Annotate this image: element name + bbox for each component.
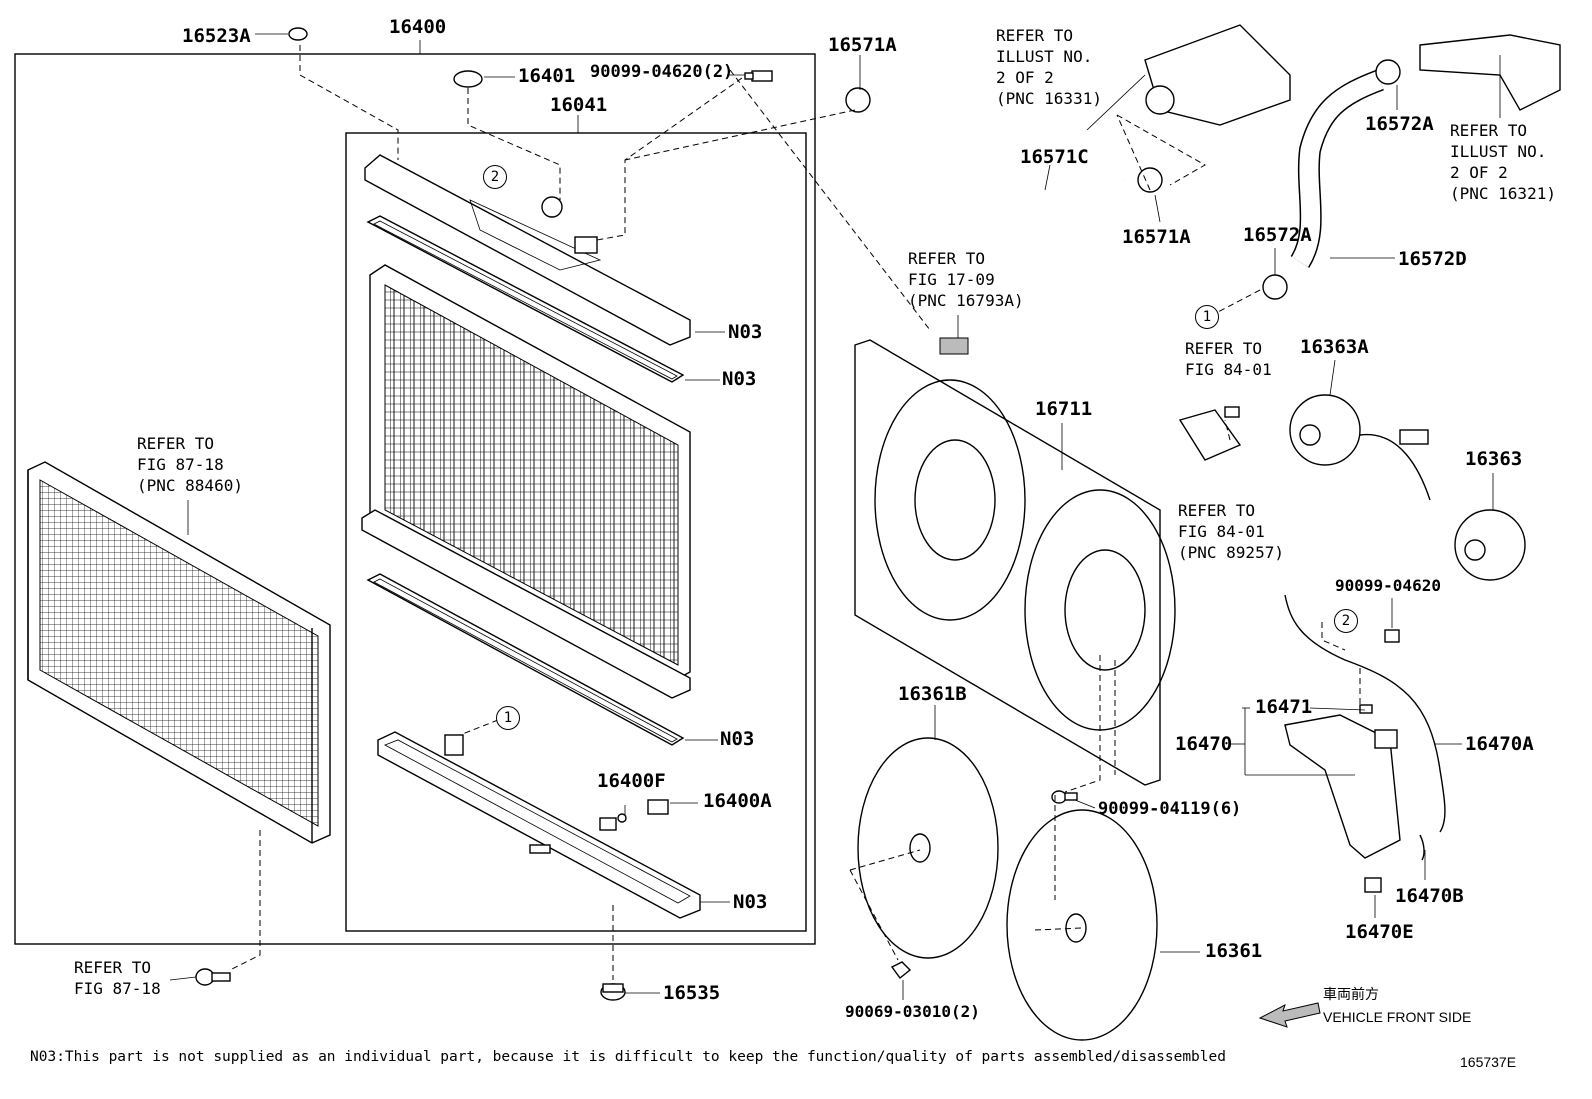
lower-gasket (366, 573, 685, 746)
front-label-en: VEHICLE FRONT SIDE (1323, 1009, 1472, 1025)
clamp-16571A-bottom (1137, 167, 1163, 193)
callout-circle-2-left: 2 (483, 165, 507, 189)
part-label-16571C[interactable]: 16571C (1020, 146, 1089, 168)
part-label-16571A-bottom[interactable]: 16571A (1122, 226, 1191, 248)
part-label-n03-upper-gasket[interactable]: N03 (722, 368, 757, 390)
fan-motor-16363 (1454, 509, 1526, 581)
part-label-16363[interactable]: 16363 (1465, 448, 1523, 470)
part-label-90069-03010-2[interactable]: 90069-03010(2) (845, 1002, 980, 1021)
part-label-16363A[interactable]: 16363A (1300, 336, 1369, 358)
reference-fig-87-18-b[interactable]: REFER TO FIG 87-18 (74, 958, 161, 998)
part-label-16400F[interactable]: 16400F (597, 770, 666, 792)
part-label-16571A-top[interactable]: 16571A (828, 34, 897, 56)
reference-fig-87-18-a[interactable]: REFER TO FIG 87-18 (PNC 88460) (137, 434, 243, 495)
upper-tank (364, 154, 691, 346)
part-label-16361[interactable]: 16361 (1205, 940, 1263, 962)
o-ring-16400F (617, 813, 627, 823)
reference-illust-16321[interactable]: REFER TO ILLUST NO. 2 OF 2 (PNC 16321) (1450, 121, 1556, 203)
part-label-16711[interactable]: 16711 (1035, 398, 1093, 420)
overflow-hose-16470A (1284, 594, 1446, 833)
bolt-87-18 (195, 968, 231, 986)
part-label-16471[interactable]: 16471 (1255, 696, 1313, 718)
part-label-90099-04119-6[interactable]: 90099-04119(6) (1098, 799, 1242, 819)
part-label-16470A[interactable]: 16470A (1465, 733, 1534, 755)
cushion-16535 (600, 983, 626, 1001)
radiator-cap (453, 70, 483, 88)
reference-illust-16331[interactable]: REFER TO ILLUST NO. 2 OF 2 (PNC 16331) (996, 26, 1102, 108)
part-label-16470[interactable]: 16470 (1175, 733, 1233, 755)
cushion-16523A (288, 27, 308, 41)
fan-16361B (857, 737, 999, 959)
reference-fig-84-01-b[interactable]: REFER TO FIG 84-01 (PNC 89257) (1178, 501, 1284, 562)
clamp-16572A-mid (1262, 274, 1288, 300)
shroud-label-plate (939, 337, 969, 355)
lower-tank (377, 731, 701, 919)
clamp-16572A-top (1375, 59, 1401, 85)
footer-note-n03: N03:This part is not supplied as an indi… (30, 1049, 1226, 1065)
callout-circle-2-right: 2 (1334, 609, 1358, 633)
front-label-jp: 車両前方 (1323, 987, 1379, 1003)
part-label-16523A[interactable]: 16523A (182, 25, 251, 47)
part-label-n03-upper-tank[interactable]: N03 (728, 321, 763, 343)
reference-fig-84-01-a[interactable]: REFER TO FIG 84-01 (1185, 339, 1272, 379)
water-outlet-16331 (1144, 24, 1291, 126)
part-label-16400[interactable]: 16400 (389, 16, 447, 38)
part-label-n03-lower-gasket[interactable]: N03 (720, 728, 755, 750)
part-label-16401[interactable]: 16401 (518, 65, 576, 87)
bolt-90099-04620 (1384, 629, 1400, 643)
nut-90069 (890, 961, 912, 980)
bolt-90099-04119 (1051, 790, 1078, 804)
fan-motor-16363A (1289, 394, 1431, 501)
upper-gasket (366, 215, 685, 383)
front-arrow (1258, 1002, 1321, 1028)
part-label-16572A-mid[interactable]: 16572A (1243, 224, 1312, 246)
part-label-16041[interactable]: 16041 (550, 94, 608, 116)
fan-resistor (1178, 406, 1242, 461)
reservoir-16470 (1284, 704, 1401, 859)
fan-shroud-16711 (854, 339, 1176, 786)
water-inlet-16321 (1419, 34, 1561, 111)
part-label-90099-04620-2[interactable]: 90099-04620(2) (590, 62, 734, 82)
part-label-16400A[interactable]: 16400A (703, 790, 772, 812)
part-label-16572A-top[interactable]: 16572A (1365, 113, 1434, 135)
drain-plug (647, 799, 669, 815)
assembly-16400-frame (14, 53, 816, 945)
fan-16361 (1006, 809, 1158, 1041)
assembly-16041-frame (345, 132, 807, 932)
callout-circle-1-bottom: 1 (496, 706, 520, 730)
condenser (27, 461, 331, 844)
clip-16470B (1419, 834, 1425, 861)
callout-circle-1-top: 1 (1195, 305, 1219, 329)
reference-fig-17-09[interactable]: REFER TO FIG 17-09 (PNC 16793A) (908, 249, 1024, 310)
part-label-n03-lower-tank[interactable]: N03 (733, 891, 768, 913)
part-label-16361B[interactable]: 16361B (898, 683, 967, 705)
part-label-16572D[interactable]: 16572D (1398, 248, 1467, 270)
part-label-90099-04620[interactable]: 90099-04620 (1335, 576, 1441, 595)
cap-16470E (1364, 877, 1382, 893)
radiator-core (361, 264, 691, 699)
part-label-16470E[interactable]: 16470E (1345, 921, 1414, 943)
clamp-16571A-top (845, 87, 871, 113)
part-label-16535[interactable]: 16535 (663, 982, 721, 1004)
bolt-top (744, 70, 773, 82)
illustration-code: 165737E (1460, 1054, 1517, 1070)
part-label-16470B[interactable]: 16470B (1395, 885, 1464, 907)
